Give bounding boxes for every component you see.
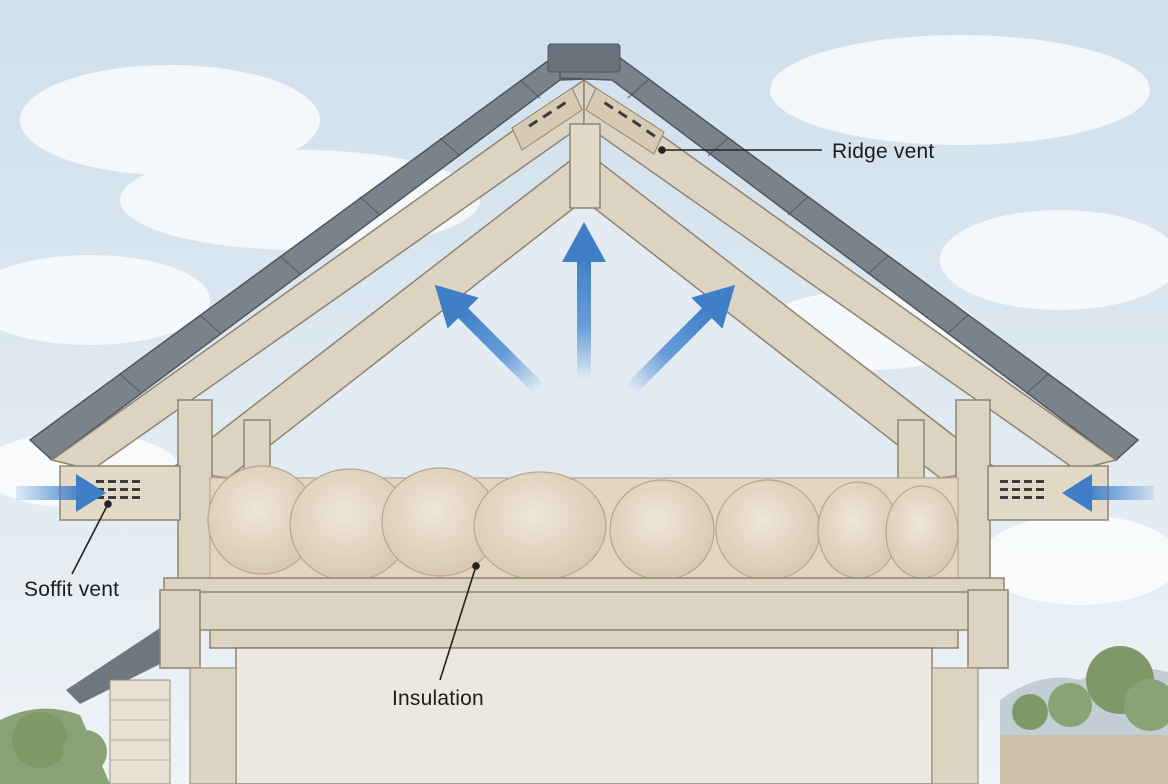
vent-slots-icon <box>1000 480 1044 499</box>
vent-slots-icon <box>96 480 140 499</box>
lower-roof <box>66 628 171 784</box>
insulation-label: Insulation <box>392 687 484 710</box>
airflow-arrow-icon <box>625 284 736 395</box>
king-post <box>569 123 601 209</box>
airflow-arrow-icon <box>434 284 545 395</box>
callout-lines <box>71 146 822 681</box>
airflow-arrow-icon <box>16 474 106 512</box>
ridge-vent <box>511 87 665 155</box>
background-landscape <box>0 646 1168 784</box>
airflow-arrows <box>16 222 1154 512</box>
ridge-vent-label: Ridge vent <box>832 140 935 163</box>
vent-slots-icon <box>528 101 656 138</box>
wall-posts <box>177 399 991 591</box>
interior-wall <box>189 647 979 784</box>
soffit-vent-label: Soffit vent <box>24 578 120 601</box>
ceiling-joists <box>159 577 1009 669</box>
airflow-arrow-icon <box>562 222 606 380</box>
insulation-batts <box>207 465 959 582</box>
rafters <box>50 78 1118 479</box>
airflow-arrow-icon <box>1062 474 1154 512</box>
